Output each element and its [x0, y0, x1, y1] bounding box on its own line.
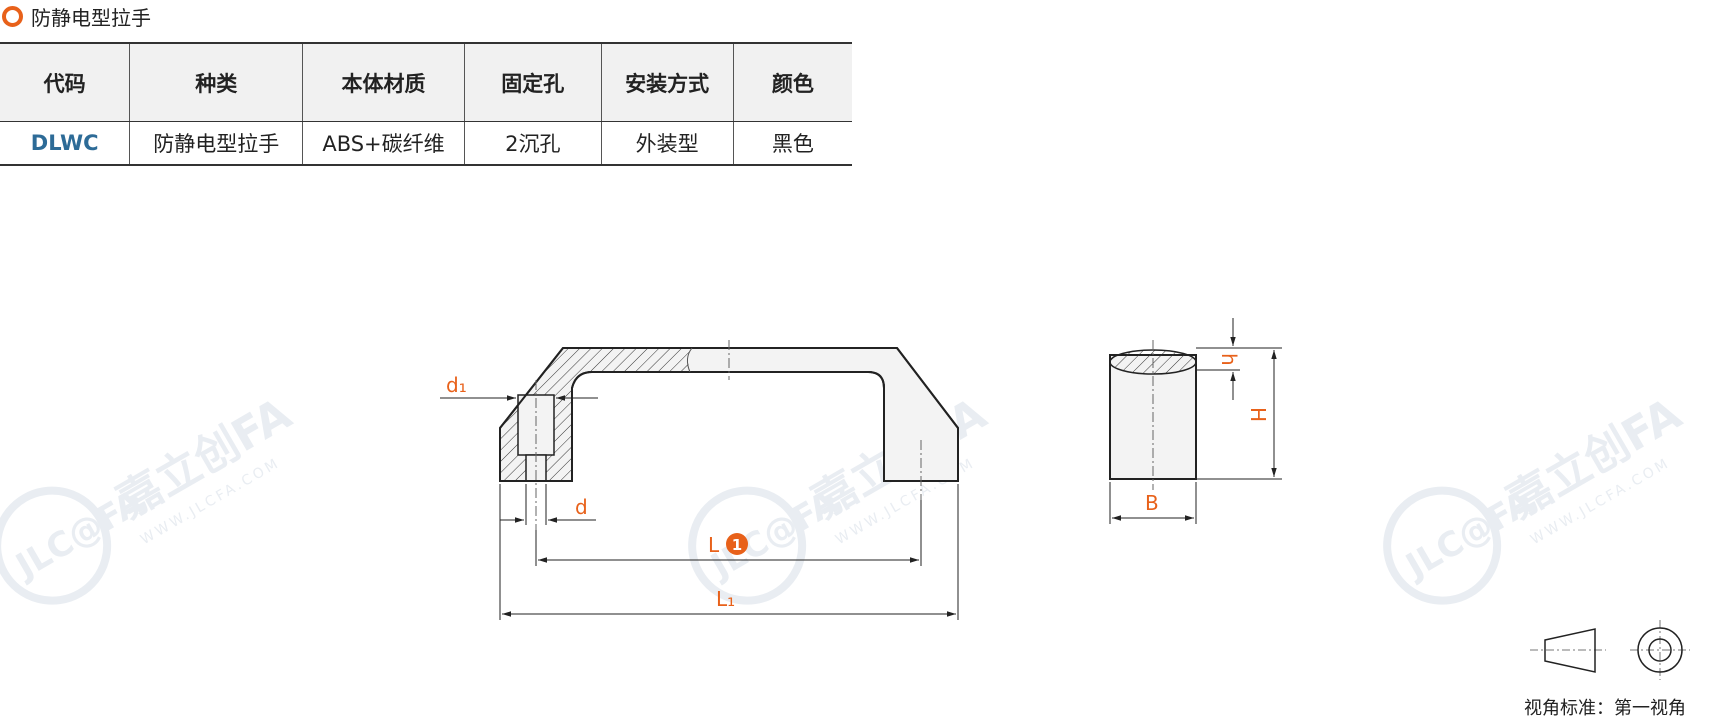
dim-label-L1: L₁	[716, 587, 735, 611]
column-header-code: 代码	[0, 42, 131, 122]
dim-label-d: d	[575, 495, 588, 519]
note-marker-icon	[726, 533, 748, 555]
cell-code[interactable]: DLWC	[0, 121, 131, 166]
circle-bullet-icon	[2, 6, 23, 27]
side-view: h H B	[1109, 318, 1282, 524]
cell-color: 黑色	[732, 121, 852, 166]
table-header-row: 代码 种类 本体材质 固定孔 安装方式 颜色	[0, 42, 852, 122]
column-header-install-method: 安装方式	[600, 42, 734, 122]
spec-table: 代码 种类 本体材质 固定孔 安装方式 颜色 DLWC 防静电型拉手 ABS+碳…	[0, 42, 852, 166]
watermark-center: JLC@FA 嘉立创FA WWW.JLCFA.COM	[688, 388, 995, 605]
section-header: 防静电型拉手	[2, 2, 151, 31]
front-view: d₁ d L 1 L₁	[440, 340, 959, 620]
column-header-color: 颜色	[732, 42, 852, 122]
cell-material: ABS+碳纤维	[302, 121, 465, 166]
note-marker-number: 1	[732, 536, 742, 554]
cell-install-method: 外装型	[600, 121, 734, 166]
table-row: DLWC 防静电型拉手 ABS+碳纤维 2沉孔 外装型 黑色	[0, 121, 852, 166]
column-header-type: 种类	[129, 42, 304, 122]
column-header-mounting-hole: 固定孔	[463, 42, 602, 122]
cell-type: 防静电型拉手	[129, 121, 304, 166]
dim-label-h: h	[1217, 353, 1241, 366]
watermark-right: JLC@FA 嘉立创FA WWW.JLCFA.COM	[1383, 388, 1690, 605]
dim-label-d1: d₁	[446, 373, 467, 397]
cell-mounting-hole: 2沉孔	[463, 121, 602, 166]
view-standard-note: 视角标准：第一视角	[1524, 698, 1686, 719]
watermark-left: JLC@FA 嘉立创FA WWW.JLCFA.COM	[0, 388, 300, 605]
section-title: 防静电型拉手	[31, 6, 151, 30]
dim-label-H: H	[1246, 407, 1270, 422]
dim-label-L: L	[708, 533, 720, 557]
dim-label-B: B	[1145, 491, 1159, 515]
first-angle-projection-icon	[1530, 620, 1690, 680]
column-header-material: 本体材质	[302, 42, 465, 122]
